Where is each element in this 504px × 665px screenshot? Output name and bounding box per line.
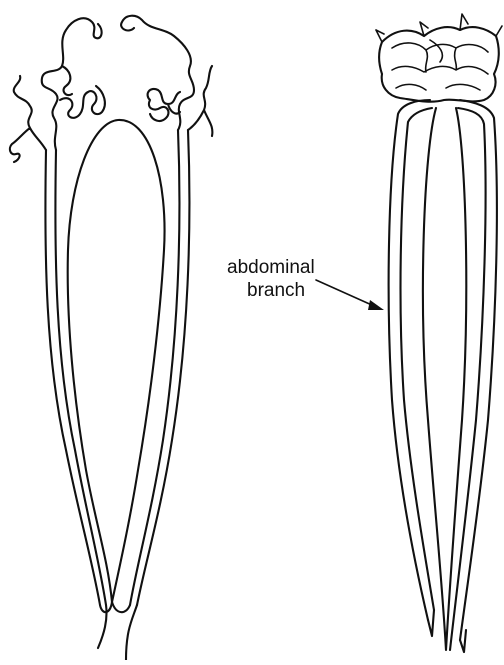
pointer-arrowhead: [368, 300, 384, 310]
right-crown-frame: [379, 27, 499, 102]
annotation-label-line2: branch: [247, 280, 305, 302]
left-crown-left: [10, 18, 102, 162]
right-tube-left-inner: [401, 108, 434, 610]
right-tube-right-inner: [450, 108, 486, 650]
right-crown-spikes: [376, 14, 502, 62]
left-lower-u-right: [112, 602, 130, 612]
left-outer-wall-c: [130, 130, 179, 605]
left-specimen: [10, 16, 212, 660]
pointer-line: [316, 280, 374, 306]
annotation-pointer: [316, 280, 384, 310]
annotation-label-line1: abdominal: [227, 257, 315, 279]
right-specimen: [376, 14, 502, 652]
left-crown-knot-left: [60, 66, 105, 118]
left-outer-wall-b: [55, 150, 106, 605]
left-crown-knot-right: [148, 89, 180, 121]
left-central-loop: [68, 120, 165, 602]
left-tail: [98, 605, 137, 660]
